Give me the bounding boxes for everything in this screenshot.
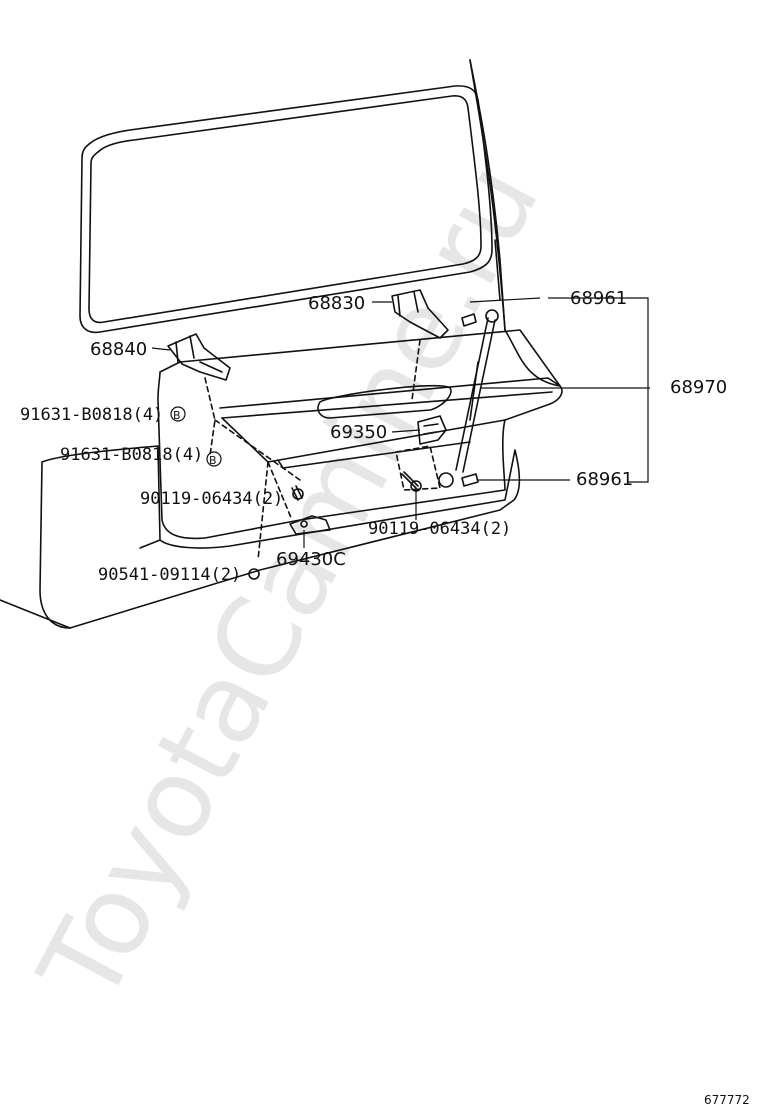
leader-68961-top (469, 297, 541, 303)
label-68961-top: 68961 (570, 288, 627, 309)
bumper-edge (139, 539, 161, 549)
rear-window-inner (88, 95, 482, 324)
label-68961-bottom: 68961 (576, 469, 633, 490)
ball-stud-bottom (461, 473, 479, 487)
label-90119-left: 90119-06434(2) (140, 489, 283, 509)
leader-69350 (391, 429, 421, 433)
ref-marker-b-1: B (170, 406, 186, 422)
rear-bumper (39, 445, 521, 629)
back-door-panel (157, 329, 563, 540)
label-91631-a: 91631-B0818(4) (20, 405, 163, 425)
svg-text:B: B (209, 454, 217, 467)
leader-lines (151, 297, 650, 548)
bracket-68961 (548, 297, 649, 483)
hinge-68830 (391, 289, 449, 339)
leader-68840 (151, 347, 171, 351)
watermark-text: ToyotaCamine.ru (14, 143, 563, 1023)
door-handle-recess (317, 384, 452, 419)
hinge-68840 (167, 333, 231, 381)
label-90541: 90541-09114(2) (98, 565, 241, 585)
door-upper-edge-2 (221, 391, 553, 419)
dashed-striker-link (257, 461, 293, 561)
dashed-lock-link (395, 445, 441, 491)
label-68840: 68840 (90, 339, 147, 360)
screw-90541 (248, 568, 260, 580)
striker-69430C (289, 515, 331, 535)
label-69350: 69350 (330, 422, 387, 443)
label-68830: 68830 (308, 293, 365, 314)
dashed-hinge-link (204, 339, 421, 481)
body-lower-line (0, 599, 71, 629)
figure-id: 677772 (704, 1093, 750, 1107)
gas-strut-68970 (438, 309, 499, 488)
label-90119-right: 90119-06434(2) (368, 519, 511, 539)
svg-text:B: B (173, 409, 181, 422)
lock-69350 (417, 415, 447, 445)
ball-stud-top (461, 313, 477, 327)
label-91631-b: 91631-B0818(4) (60, 445, 203, 465)
bolt-90119-left (291, 485, 304, 501)
rear-window-outer (79, 85, 493, 334)
ref-marker-b-2: B (206, 451, 222, 467)
label-68970: 68970 (670, 377, 727, 398)
label-69430C: 69430C (276, 549, 346, 570)
